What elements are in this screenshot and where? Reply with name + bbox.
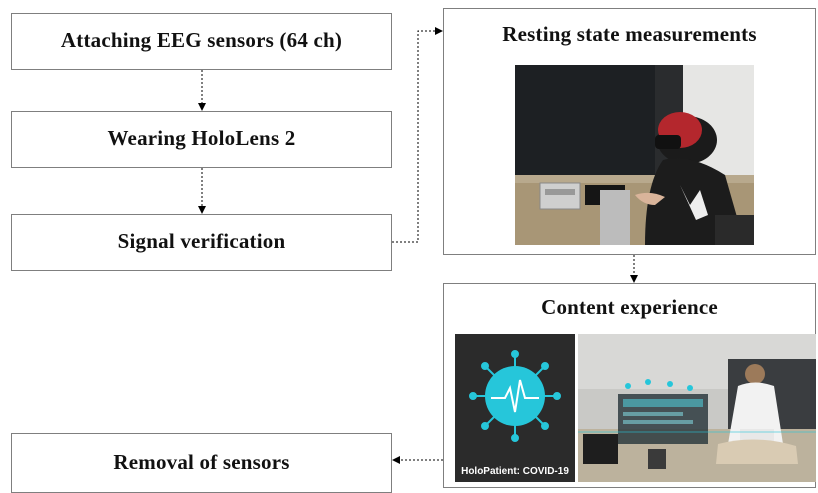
holopatient-caption: HoloPatient: COVID-19 — [461, 466, 569, 477]
virus-heartbeat-icon — [455, 334, 575, 482]
step-attach-label: Attaching EEG sensors (64 ch) — [60, 28, 343, 52]
step-content-label: Content experience — [541, 295, 718, 319]
step-removal-label: Removal of sensors — [113, 450, 290, 474]
step-resting-label: Resting state measurements — [502, 22, 757, 46]
step-verify-label: Signal verification — [117, 229, 286, 253]
eeg-resting-photo — [515, 65, 754, 245]
hololens-view-photo — [578, 334, 816, 482]
step-attach-sensors: Attaching EEG sensors (64 ch) — [11, 13, 392, 70]
holopatient-logo-panel: HoloPatient: COVID-19 — [455, 334, 575, 482]
step-wear-hololens: Wearing HoloLens 2 — [11, 111, 392, 168]
arrow-verify-to-resting — [392, 27, 443, 243]
step-wear-label: Wearing HoloLens 2 — [107, 126, 296, 150]
step-signal-verification: Signal verification — [11, 214, 392, 271]
step-removal-sensors: Removal of sensors — [11, 433, 392, 493]
